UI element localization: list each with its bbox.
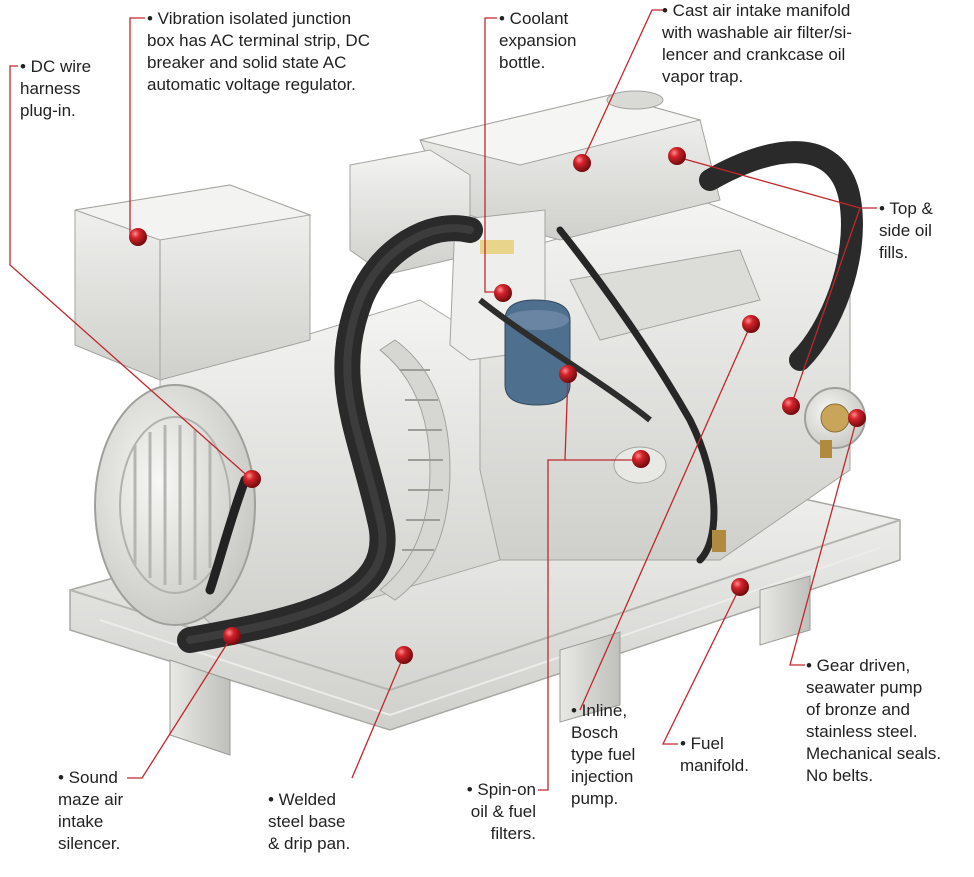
label-line: manifold. [680,756,749,775]
label-line: of bronze and [806,700,910,719]
label-coolant-bottle: • Coolant expansion bottle. [499,8,577,74]
label-line: • Spin-on [466,780,536,799]
generator-image [69,90,901,756]
label-line: filters. [490,824,536,843]
label-oil-fills: • Top & side oil fills. [879,198,933,264]
leader-dc-wire [9,65,252,480]
label-line: type fuel [571,745,636,764]
label-line: • Fuel [680,734,724,753]
leader-gear-driven [789,417,858,666]
fuel-line [556,226,718,564]
marker-oil-fill-top [668,147,686,165]
marker-fuel-filter [632,450,650,468]
marker-oil-filter [559,365,577,383]
marker-seawater-pump [848,409,866,427]
label-line: • Sound [58,768,118,787]
label-line: oil & fuel [470,802,536,821]
label-inline-pump: • Inline, Bosch type fuel injection pump… [571,700,635,810]
label-air-intake-manifold: • Cast air intake manifold with washable… [662,0,852,88]
leader-spin-on-a [538,373,569,791]
marker-coolant [494,284,512,302]
leader-welded-base [351,654,405,779]
label-line: • Gear driven, [806,656,911,675]
marker-air-intake [573,154,591,172]
label-line: • Coolant [499,9,569,28]
label-line: lencer and crankcase oil [662,45,846,64]
label-line: side oil [879,221,932,240]
label-spin-on-filters: • Spin-on oil & fuel filters. [430,779,536,845]
label-line: fills. [879,243,909,262]
leader-sound-maze [127,635,233,779]
leader-air-intake [581,9,665,163]
label-gear-driven-pump: • Gear driven, seawater pump of bronze a… [806,655,941,787]
marker-welded-base [395,646,413,664]
leader-lines [9,9,877,791]
leader-inline-pump [579,323,752,711]
label-fuel-manifold: • Fuel manifold. [680,733,749,777]
label-line: bottle. [499,53,546,72]
label-junction-box: • Vibration isolated junction box has AC… [147,8,370,96]
coolant-hose [699,141,863,371]
label-line: • Vibration isolated junction [147,9,352,28]
label-line: • Inline, [571,701,628,720]
label-line: & drip pan. [268,834,351,853]
label-line: • Welded [268,790,337,809]
markers [129,147,866,664]
label-line: plug-in. [20,101,76,120]
label-line: Bosch [571,723,619,742]
label-line: • DC wire [20,57,92,76]
label-line: vapor trap. [662,67,744,86]
leader-fuel-manifold [661,586,741,745]
label-line: with washable air filter/si- [662,23,852,42]
front-left-foot [169,659,231,756]
label-dc-wire-harness: • DC wire harness plug-in. [20,56,91,122]
leader-oil-fills-side [790,207,861,407]
leader-coolant [484,17,502,293]
label-line: pump. [571,789,619,808]
label-line: steel base [268,812,346,831]
label-line: silencer. [58,834,121,853]
rear-right-foot [759,575,811,646]
marker-fuel-manifold [731,578,749,596]
label-line: No belts. [806,766,874,785]
label-line: harness [20,79,81,98]
label-line: injection [571,767,634,786]
label-line: breaker and solid state AC [147,53,347,72]
marker-oil-fill-side [782,397,800,415]
label-line: intake [58,812,104,831]
label-line: maze air [58,790,124,809]
label-line: • Top & [879,199,933,218]
marker-dc-harness [243,470,261,488]
label-sound-maze: • Sound maze air intake silencer. [58,767,123,855]
label-line: Mechanical seals. [806,744,942,763]
label-line: expansion [499,31,577,50]
marker-injection-pump [742,315,760,333]
label-line: seawater pump [806,678,923,697]
marker-junction-box [129,228,147,246]
dc-harness [205,475,250,595]
label-line: stainless steel. [806,722,918,741]
label-line: • Cast air intake manifold [662,1,851,20]
label-line: automatic voltage regulator. [147,75,356,94]
label-welded-base: • Welded steel base & drip pan. [268,789,350,855]
leader-junction-box [129,17,145,237]
label-line: box has AC terminal strip, DC [147,31,370,50]
marker-sound-maze [223,627,241,645]
